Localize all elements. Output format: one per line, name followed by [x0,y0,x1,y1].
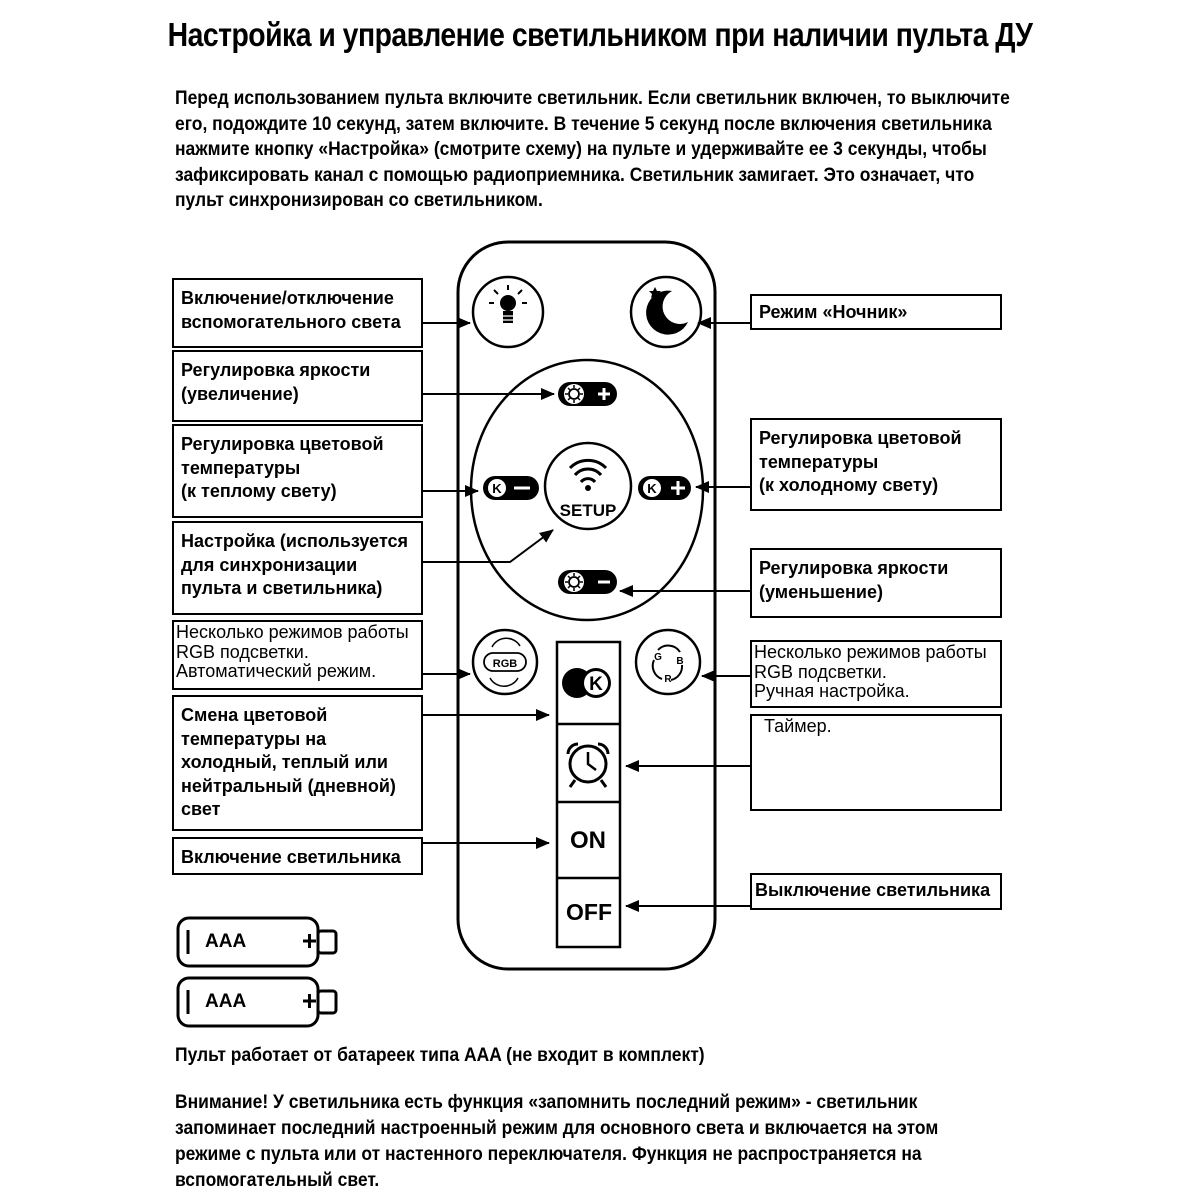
svg-text:B: B [676,656,683,667]
label-aux-light: Включение/отключение вспомогательного св… [172,278,423,348]
label-line: нейтральный (дневной) [181,775,396,796]
label-setup: Настройка (используется для синхронизаци… [172,521,423,615]
battery-label: AAA [205,931,246,952]
label-line: (к холодному свету) [759,475,939,495]
label-line: Несколько режимов работы [754,642,987,662]
label-night-mode: Режим «Ночник» [750,294,1002,330]
label-line: (увеличение) [181,383,299,404]
bulb-icon [489,285,527,323]
page-title: Настройка и управление светильником при … [167,16,1033,53]
warning-line: режиме с пульта или от настенного перекл… [175,1144,922,1165]
label-line: температуры [759,451,879,472]
battery-label: AAA [205,991,246,1012]
brightness-up-button[interactable] [558,382,617,406]
intro-line: нажмите кнопку «Настройка» (смотрите схе… [175,139,987,160]
label-line: холодный, теплый или [181,752,388,772]
svg-text:R: R [664,674,672,685]
brightness-down-button[interactable] [558,570,617,594]
kelvin-icon: K [647,481,657,496]
label-line: свет [181,799,221,819]
label-line: Регулировка цветовой [181,434,384,454]
plus-icon [303,934,316,948]
alarm-clock-icon [566,742,610,788]
label-line: Регулировка яркости [759,558,949,578]
label-timer: Таймер. [750,714,1002,811]
timer-button[interactable] [566,742,610,788]
off-button[interactable]: OFF [566,899,612,925]
svg-text:G: G [654,652,662,663]
intro-line: пульт синхронизирован со светильником. [175,190,543,211]
label-rgb-manual: Несколько режимов работы RGB подсветки. … [750,640,1002,708]
warning-line: запоминает последний настроенный режим д… [175,1118,939,1139]
plus-icon [671,481,685,495]
arrow-setup [422,529,554,563]
label-line: Режим «Ночник» [759,302,908,322]
star-icon [649,287,661,298]
label-line: Регулировка яркости [181,360,371,380]
label-line: Выключение светильника [755,880,991,900]
callout-arrows [422,317,750,912]
warning-line: вспомогательный свет. [175,1170,380,1191]
label-line: Автоматический режим. [176,661,377,681]
label-brightness-down: Регулировка яркости (уменьшение) [750,548,1002,618]
battery-2: AAA [176,976,338,1028]
color-temp-button[interactable]: K [562,668,611,698]
sun-icon [568,576,580,588]
remote-control: K K SETUP RGB [456,240,717,971]
label-line: для синхронизации [181,554,358,575]
label-line: (к теплому свету) [181,481,337,501]
label-temp-cold: Регулировка цветовой температуры (к холо… [750,418,1002,511]
warning-paragraph: Внимание! У светильника есть функция «за… [175,1090,938,1194]
label-line: пульта и светильника) [181,578,383,598]
battery-1: AAA [176,916,338,968]
rgb-cycle-icon: G B R [651,644,684,685]
battery-note-line: Пульт работает от батареек типа AAA (не … [175,1045,705,1066]
rgb-auto-button[interactable]: RGB [471,628,539,696]
label-line: температуры [181,457,301,478]
plus-icon [598,388,610,400]
label-line: Включение светильника [181,847,401,867]
label-line: Включение/отключение [181,288,394,308]
aux-light-button[interactable] [471,275,545,349]
label-line: Настройка (используется [181,531,409,551]
rgb-icon: RGB [493,658,518,670]
plus-icon [303,994,316,1008]
label-light-off: Выключение светильника [750,873,1002,910]
label-line: RGB подсветки. [754,661,887,682]
label-line: (уменьшение) [759,581,883,602]
intro-paragraph: Перед использованием пульта включите све… [175,86,1010,214]
battery-note: Пульт работает от батареек типа AAA (не … [175,1043,705,1069]
moon-icon [646,290,688,335]
label-line: Регулировка цветовой [759,428,962,448]
label-line: Ручная настройка. [754,681,910,701]
sun-icon [568,388,580,400]
setup-button[interactable]: SETUP [543,441,633,531]
label-line: Несколько режимов работы [176,622,409,642]
kelvin-icon: K [589,674,603,695]
on-button[interactable]: ON [570,827,606,854]
label-line: Смена цветовой [181,705,328,725]
label-line: температуры на [181,728,327,749]
setup-label: SETUP [560,501,617,520]
label-rgb-auto: Несколько режимов работы RGB подсветки. … [172,620,423,690]
intro-line: его, подождите 10 секунд, затем включите… [175,113,992,135]
label-light-on: Включение светильника [172,837,423,875]
intro-line: зафиксировать канал с помощью радиоприем… [175,164,975,186]
intro-line: Перед использованием пульта включите све… [175,88,1010,109]
label-line: Таймер. [764,716,832,736]
label-line: RGB подсветки. [176,641,309,662]
button-column: K ON OFF [555,640,622,949]
label-brightness-up: Регулировка яркости (увеличение) [172,350,423,422]
warning-line: Внимание! У светильника есть функция «за… [175,1092,918,1113]
rgb-manual-button[interactable]: G B R [634,628,702,696]
night-mode-button[interactable] [629,275,703,349]
label-color-temp: Смена цветовой температуры на холодный, … [172,695,423,831]
label-temp-warm: Регулировка цветовой температуры (к тепл… [172,424,423,518]
temp-warm-button[interactable]: K [483,476,539,500]
temp-cold-button[interactable]: K [638,476,691,500]
kelvin-icon: K [492,481,502,496]
wifi-icon [568,458,608,491]
label-line: вспомогательного света [181,311,401,332]
